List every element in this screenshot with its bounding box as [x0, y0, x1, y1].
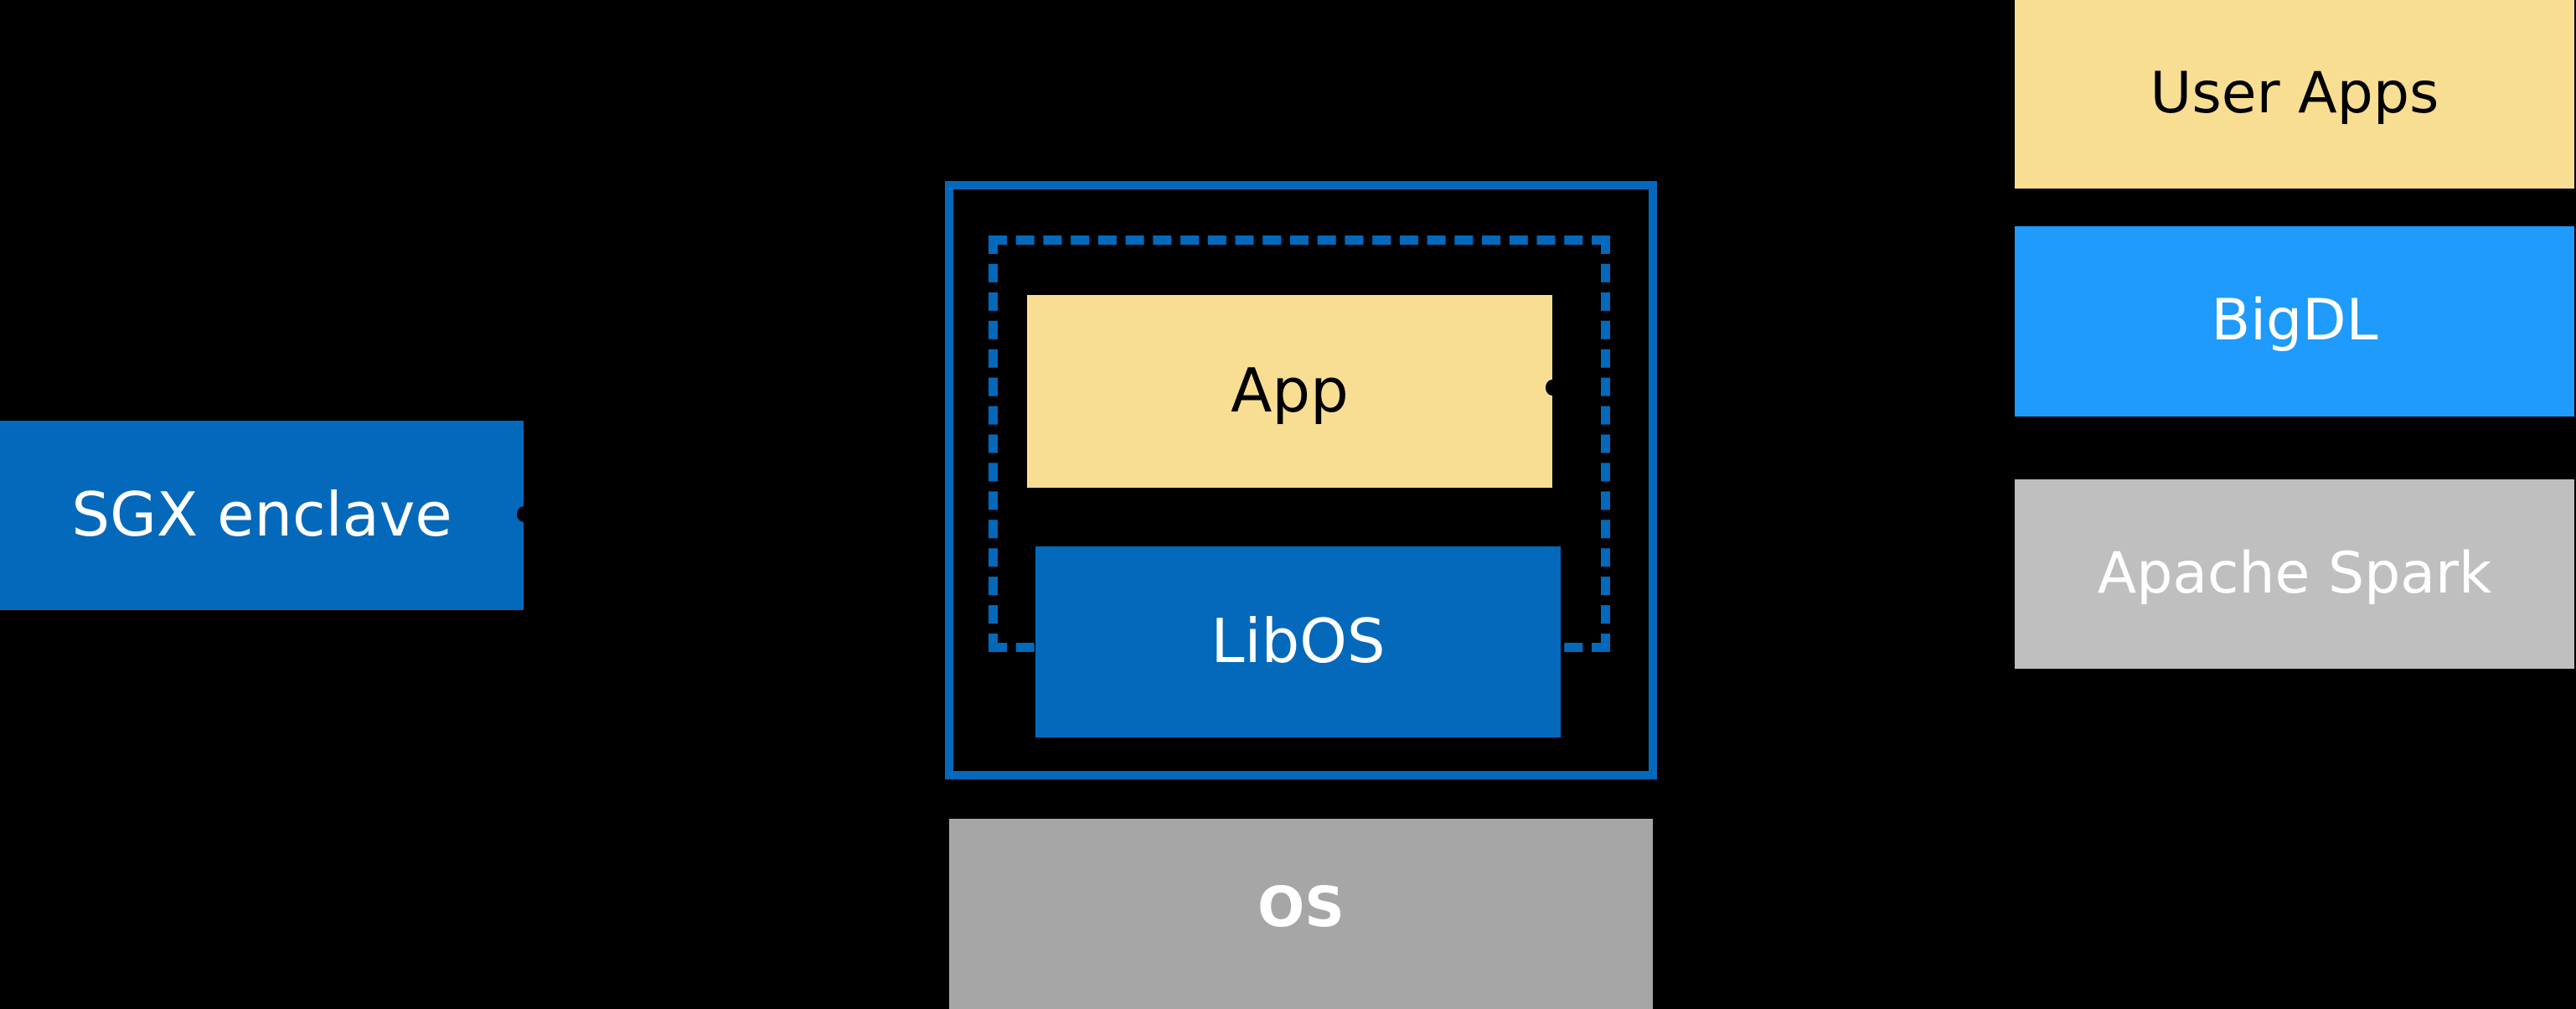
arrowhead-icon — [1546, 380, 1559, 396]
apache-spark-label: Apache Spark — [2097, 540, 2492, 607]
bigdl-label: BigDL — [2211, 287, 2378, 354]
sgx-enclave-block: SGX enclave — [0, 421, 524, 610]
os-block: OS — [949, 819, 1653, 1009]
sgx-enclave-label: SGX enclave — [71, 479, 452, 551]
arrowhead-icon — [517, 506, 531, 522]
app-label: App — [1231, 355, 1349, 427]
bigdl-block: BigDL — [2015, 226, 2574, 417]
user-apps-label: User Apps — [2150, 60, 2439, 127]
os-label: OS — [1257, 874, 1345, 939]
app-block: App — [1027, 295, 1552, 488]
sgx-enclave-boundary — [945, 181, 1657, 779]
user-apps-block: User Apps — [2015, 0, 2574, 189]
libos-label: LibOS — [1211, 606, 1386, 677]
apache-spark-block: Apache Spark — [2015, 479, 2574, 669]
libos-block: LibOS — [1035, 546, 1561, 737]
